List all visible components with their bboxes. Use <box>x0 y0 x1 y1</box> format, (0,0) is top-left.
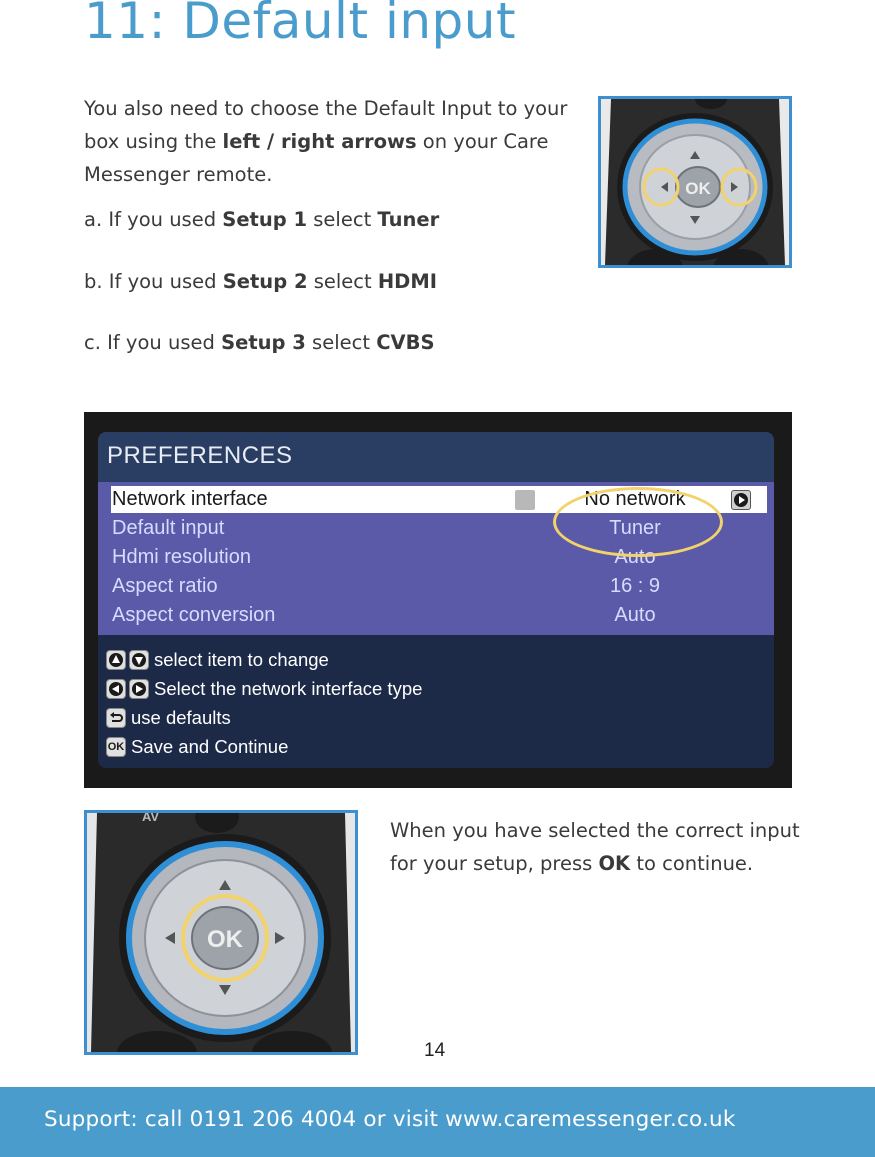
option-mid: select <box>305 331 377 354</box>
option-mid: select <box>307 208 378 231</box>
option-input: HDMI <box>377 270 438 293</box>
ok-button-highlight <box>181 894 269 982</box>
right-arrow-highlight <box>720 167 758 207</box>
intro-text-end: on your Care Messenger remote. <box>84 130 549 186</box>
pref-label: Network interface <box>112 488 268 510</box>
remote-ok-illustration: OK AV <box>87 813 355 1052</box>
option-prefix: b. If you used <box>84 270 223 293</box>
help-row-select-item: select item to change <box>106 648 329 671</box>
help-text: select item to change <box>154 649 329 671</box>
support-text: Support: call 0191 206 4004 or visit www… <box>44 1107 736 1132</box>
help-row-network-type: Select the network interface type <box>106 677 423 700</box>
pref-label: Aspect conversion <box>112 604 276 626</box>
option-setup: Setup 2 <box>222 270 308 293</box>
help-row-use-defaults: use defaults <box>106 706 231 729</box>
pref-row-aspect-ratio[interactable]: Aspect ratio 16 : 9 <box>111 573 767 600</box>
next-option-icon[interactable] <box>731 490 751 510</box>
outro-paragraph: When you have selected the correct input… <box>390 814 810 880</box>
intro-text: You also need to choose the Default Inpu… <box>84 97 568 153</box>
option-setup: Setup 1 <box>222 208 308 231</box>
ok-label: OK <box>685 179 711 198</box>
remote-arrows-illustration: OK <box>601 99 789 265</box>
support-footer: Support: call 0191 206 4004 or visit www… <box>0 1087 875 1157</box>
remote-ok-photo: OK AV <box>84 810 358 1055</box>
option-setup: Setup 3 <box>221 331 306 354</box>
pref-label: Hdmi resolution <box>112 546 251 568</box>
help-text: Save and Continue <box>131 736 289 758</box>
remote-arrows-photo: OK <box>598 96 792 268</box>
option-prefix: a. If you used <box>84 208 223 231</box>
ok-label: OK <box>207 926 244 953</box>
ok-key-icon: OK <box>106 737 126 758</box>
option-prefix: c. If you used <box>84 331 222 354</box>
option-b: b. If you used Setup 2 select HDMI <box>84 270 437 293</box>
preferences-title: PREFERENCES <box>107 442 293 469</box>
pref-label: Default input <box>112 517 225 539</box>
option-input: Tuner <box>377 208 440 231</box>
pref-label: Aspect ratio <box>112 575 218 597</box>
option-c: c. If you used Setup 3 select CVBS <box>84 331 435 354</box>
option-input: CVBS <box>376 331 435 354</box>
outro-text-end: to continue. <box>630 852 754 875</box>
selector-box <box>515 490 535 510</box>
up-arrow-icon <box>106 650 126 671</box>
down-arrow-icon <box>129 650 149 671</box>
help-text: use defaults <box>131 707 231 729</box>
pref-row-aspect-conversion[interactable]: Aspect conversion Auto <box>111 602 767 629</box>
back-arrow-icon <box>106 708 126 729</box>
left-arrow-highlight <box>642 167 680 207</box>
preferences-header: PREFERENCES <box>98 432 774 487</box>
pref-value: Auto <box>614 604 656 626</box>
outro-text: When you have selected the correct input… <box>390 819 800 875</box>
page-number: 14 <box>424 1040 446 1061</box>
network-value-highlight <box>553 487 723 557</box>
pref-value: 16 : 9 <box>609 575 661 597</box>
intro-paragraph: You also need to choose the Default Inpu… <box>84 92 584 191</box>
right-arrow-icon <box>129 679 149 700</box>
av-label: AV <box>142 813 159 824</box>
outro-bold: OK <box>598 852 631 875</box>
option-mid: select <box>307 270 378 293</box>
preferences-panel: PREFERENCES Network interface No network… <box>98 432 774 768</box>
page-title: 11: Default input <box>84 0 517 50</box>
tv-screen: PREFERENCES Network interface No network… <box>84 412 792 788</box>
help-text: Select the network interface type <box>154 678 423 700</box>
option-a: a. If you used Setup 1 select Tuner <box>84 208 439 231</box>
left-arrow-icon <box>106 679 126 700</box>
intro-bold: left / right arrows <box>222 130 417 153</box>
